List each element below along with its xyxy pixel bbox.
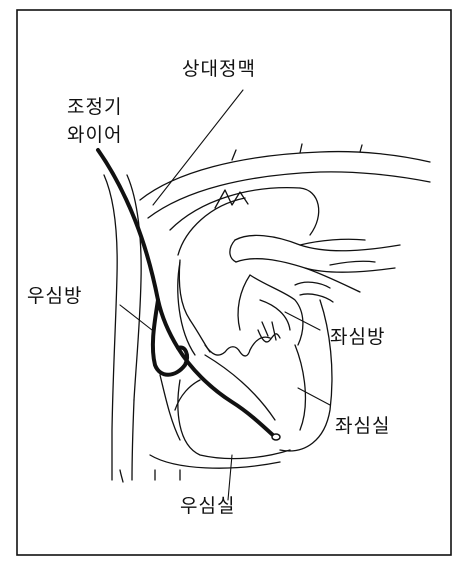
left-atrium-outline <box>238 275 303 345</box>
label-right-atrium: 우심방 <box>27 285 82 307</box>
label-left-ventricle: 좌심실 <box>335 415 390 437</box>
label-pacemaker-wire-line1: 조정기 <box>67 96 122 118</box>
leader-line-svc <box>153 90 243 205</box>
valve-region-outline <box>178 262 280 356</box>
leader-line-lv <box>298 388 330 405</box>
pacemaker-lead-tip <box>272 434 280 440</box>
label-right-ventricle: 우심실 <box>180 495 235 517</box>
leader-line-ra <box>120 305 152 330</box>
label-left-atrium: 좌심방 <box>330 326 385 348</box>
leader-line-rv <box>228 455 232 500</box>
ventricles-outline <box>150 300 332 468</box>
label-pacemaker-wire-line2: 와이어 <box>67 124 122 146</box>
label-superior-vena-cava: 상대정맥 <box>182 58 256 80</box>
figure-frame <box>17 10 451 555</box>
pacemaker-lead-wire <box>98 150 275 437</box>
inferior-vena-cava-outline <box>155 470 180 480</box>
pulmonary-vessels-outline <box>230 235 400 302</box>
leader-lines <box>120 90 330 500</box>
